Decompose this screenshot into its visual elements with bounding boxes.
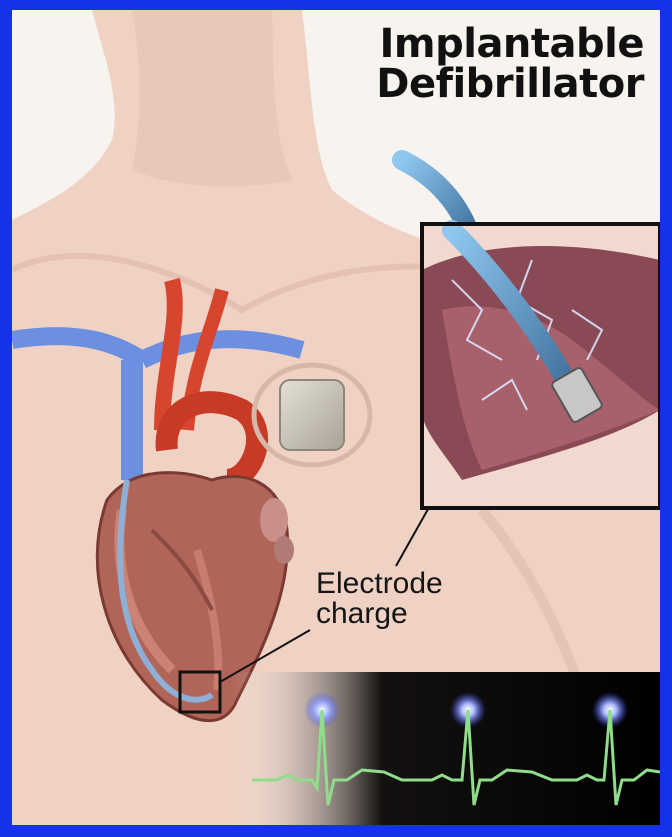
ecg-waveform xyxy=(232,672,660,827)
anatomy-illustration xyxy=(12,10,660,827)
title-line-1: Implantable xyxy=(380,24,644,64)
title-line-2: Defibrillator xyxy=(376,64,644,104)
callout-label-line-1: Electrode xyxy=(316,570,443,598)
inset-magnified-view xyxy=(422,224,660,508)
callout-label-line-2: charge xyxy=(316,600,408,628)
